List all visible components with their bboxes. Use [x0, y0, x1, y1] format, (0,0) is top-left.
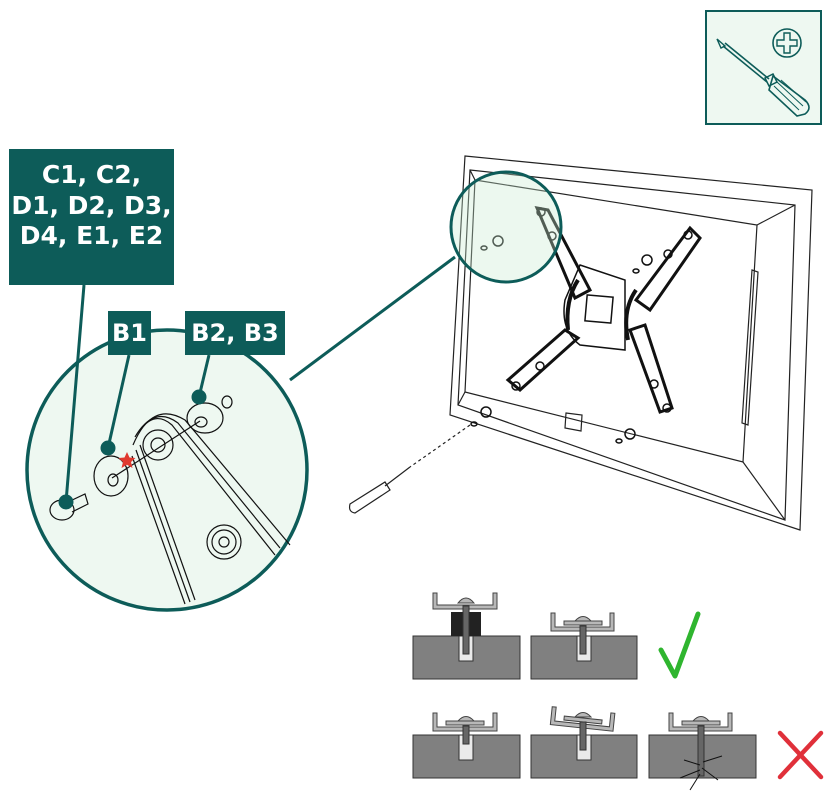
tv-back-panel — [449, 155, 813, 531]
correct-example-2 — [530, 612, 638, 680]
callout-washer: B1 — [108, 311, 151, 355]
callout-spacers: B2, B3 — [185, 311, 285, 355]
correct-example-1 — [412, 592, 521, 680]
incorrect-example-2 — [530, 706, 638, 779]
marker-star-icon — [118, 452, 136, 468]
callout-line: D1, D2, D3, — [11, 190, 172, 220]
check-mark-icon — [658, 611, 701, 679]
callout-line: D4, E1, E2 — [19, 221, 164, 250]
detail-parts — [49, 395, 291, 605]
phillips-screwdriver-icon — [716, 28, 810, 117]
detail-source-circle — [449, 170, 563, 284]
tool-required-panel — [705, 10, 822, 125]
incorrect-example-1 — [412, 712, 521, 779]
callout-line: C1, C2, — [41, 160, 142, 189]
screwdriver-illustration — [348, 424, 471, 514]
callout-screws-washers: C1, C2, D1, D2, D3, D4, E1, E2 — [9, 149, 174, 285]
cross-mark-icon — [777, 730, 824, 780]
incorrect-example-3 — [648, 712, 757, 791]
callout-leaders — [58, 284, 211, 510]
mount-bracket — [470, 206, 702, 444]
detail-connector-line — [289, 255, 456, 382]
detail-zoom-circle — [25, 328, 309, 612]
